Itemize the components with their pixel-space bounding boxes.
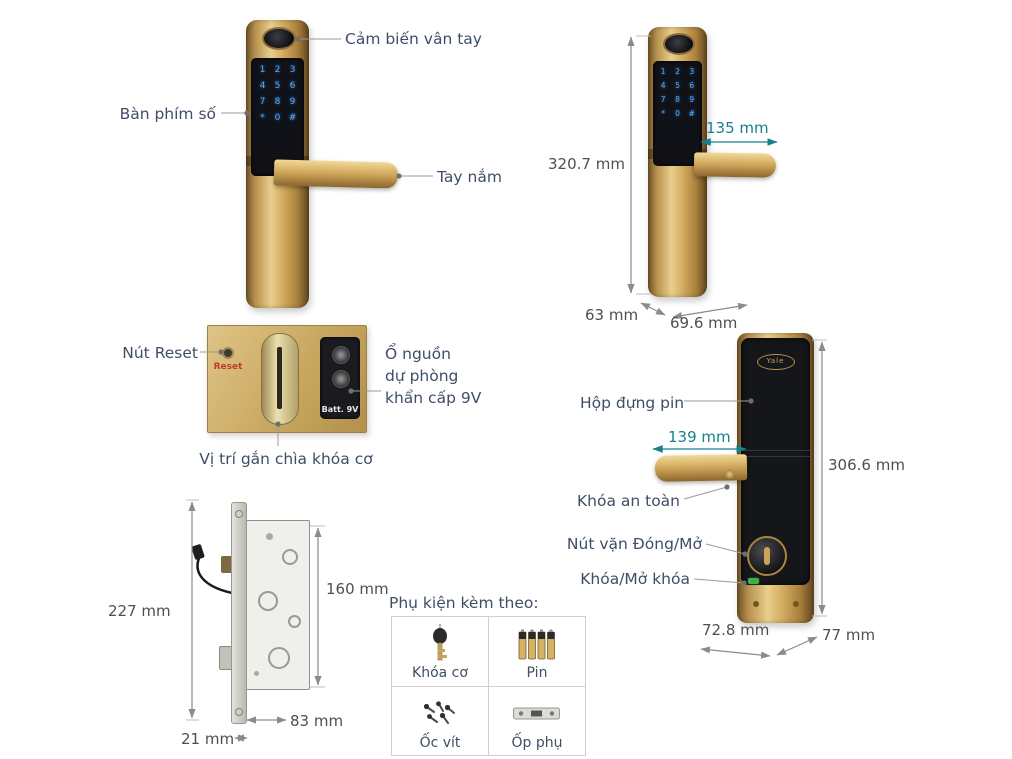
key-icon <box>426 622 454 666</box>
back-view-illustration: Yale <box>654 333 825 625</box>
screw <box>235 708 243 716</box>
dim-front-width: 69.6 mm <box>670 314 738 332</box>
battery-cover-seam <box>741 450 810 451</box>
backup-power-socket: Batt. 9V <box>320 337 360 419</box>
edge-plate-detail: Reset Batt. 9V <box>207 325 367 433</box>
mortise-hole <box>282 549 298 565</box>
dim-back-handle-width: 139 mm <box>668 428 731 446</box>
front-handle <box>693 152 777 178</box>
accessory-label-strike-plate: Ốp phụ <box>511 734 563 751</box>
accessory-label-screws: Ốc vít <box>419 734 461 751</box>
dim-back-height: 306.6 mm <box>828 456 905 474</box>
accessory-label-batteries: Pin <box>526 665 548 682</box>
dim-front-handle-width: 135 mm <box>706 119 769 137</box>
label-safety-lock: Khóa an toàn <box>576 492 680 510</box>
latch-bolt <box>221 556 232 573</box>
label-knob: Nút vặn Đóng/Mở <box>566 535 702 553</box>
accessory-cell-key: Khóa cơ <box>392 617 489 687</box>
battery-terminal <box>332 370 350 388</box>
cylinder-hole <box>268 647 290 669</box>
accessory-cell-screws: Ốc vít <box>392 686 489 756</box>
label-lock-unlock: Khóa/Mở khóa <box>580 570 690 588</box>
battery-terminal <box>332 346 350 364</box>
dim-mortise-body-height: 160 mm <box>326 580 389 598</box>
back-lock-body: Yale <box>737 333 814 623</box>
screws-icon <box>421 692 459 736</box>
label-battery-box: Hộp đựng pin <box>580 394 685 412</box>
mortise-hole <box>254 671 259 676</box>
keyway-slot <box>277 347 282 409</box>
label-backup-power-line1: Ổ nguồn <box>385 345 451 363</box>
dim-mortise-body-width: 83 mm <box>290 712 344 730</box>
fingerprint-sensor <box>262 27 296 50</box>
dim-back-width: 72.8 mm <box>702 621 770 639</box>
label-handle: Tay nắm <box>437 168 502 186</box>
back-handle <box>654 454 748 482</box>
dim-front-depth: 63 mm <box>585 306 639 324</box>
label-backup-power: Ổ nguồn dự phòng khẩn cấp 9V <box>385 343 481 409</box>
brand-text: Yale <box>766 357 785 365</box>
safety-lock-button <box>725 469 735 479</box>
label-key-position: Vị trí gắn chìa khóa cơ <box>199 450 373 468</box>
label-backup-power-line3: khẩn cấp 9V <box>385 389 482 407</box>
accessories-table: Khóa cơ Pin <box>391 616 586 756</box>
accessories-title: Phụ kiện kèm theo: <box>389 594 539 612</box>
fingerprint-sensor <box>663 33 695 55</box>
handle-mount-strip <box>648 149 707 159</box>
mortise-lock-body <box>245 520 310 690</box>
mortise-faceplate <box>231 502 247 724</box>
mortise-hole <box>266 533 273 540</box>
key-cylinder <box>261 333 299 425</box>
label-fingerprint-sensor: Cảm biến vân tay <box>345 30 482 48</box>
screw <box>753 601 759 607</box>
label-keypad: Bàn phím số <box>119 105 216 123</box>
lock-status-indicator <box>748 578 759 584</box>
dim-back-depth: 77 mm <box>822 626 876 644</box>
thumbturn-knob <box>747 536 787 576</box>
label-reset-button: Nút Reset <box>122 344 198 362</box>
dim-front-height: 320.7 mm <box>548 155 625 173</box>
strike-plate-icon <box>512 692 562 736</box>
mortise-hole <box>288 615 301 628</box>
batteries-icon <box>517 622 557 666</box>
knob-slot <box>764 547 770 565</box>
screw <box>793 601 799 607</box>
battery-socket-text: Batt. 9V <box>321 405 359 414</box>
label-backup-power-line2: dự phòng <box>385 367 459 385</box>
front-handle <box>273 159 399 189</box>
accessory-cell-batteries: Pin <box>489 617 586 687</box>
reset-button <box>224 349 232 357</box>
accessory-cell-strike-plate: Ốp phụ <box>489 686 586 756</box>
accessory-label-key: Khóa cơ <box>412 665 468 682</box>
battery-cover-seam <box>741 456 810 457</box>
reset-button-text: Reset <box>213 362 243 372</box>
dim-mortise-height: 227 mm <box>108 602 171 620</box>
screw <box>235 510 243 518</box>
brand-badge: Yale <box>756 354 795 370</box>
dim-mortise-faceplate-width: 21 mm <box>181 730 235 748</box>
spindle-hole <box>258 591 278 611</box>
